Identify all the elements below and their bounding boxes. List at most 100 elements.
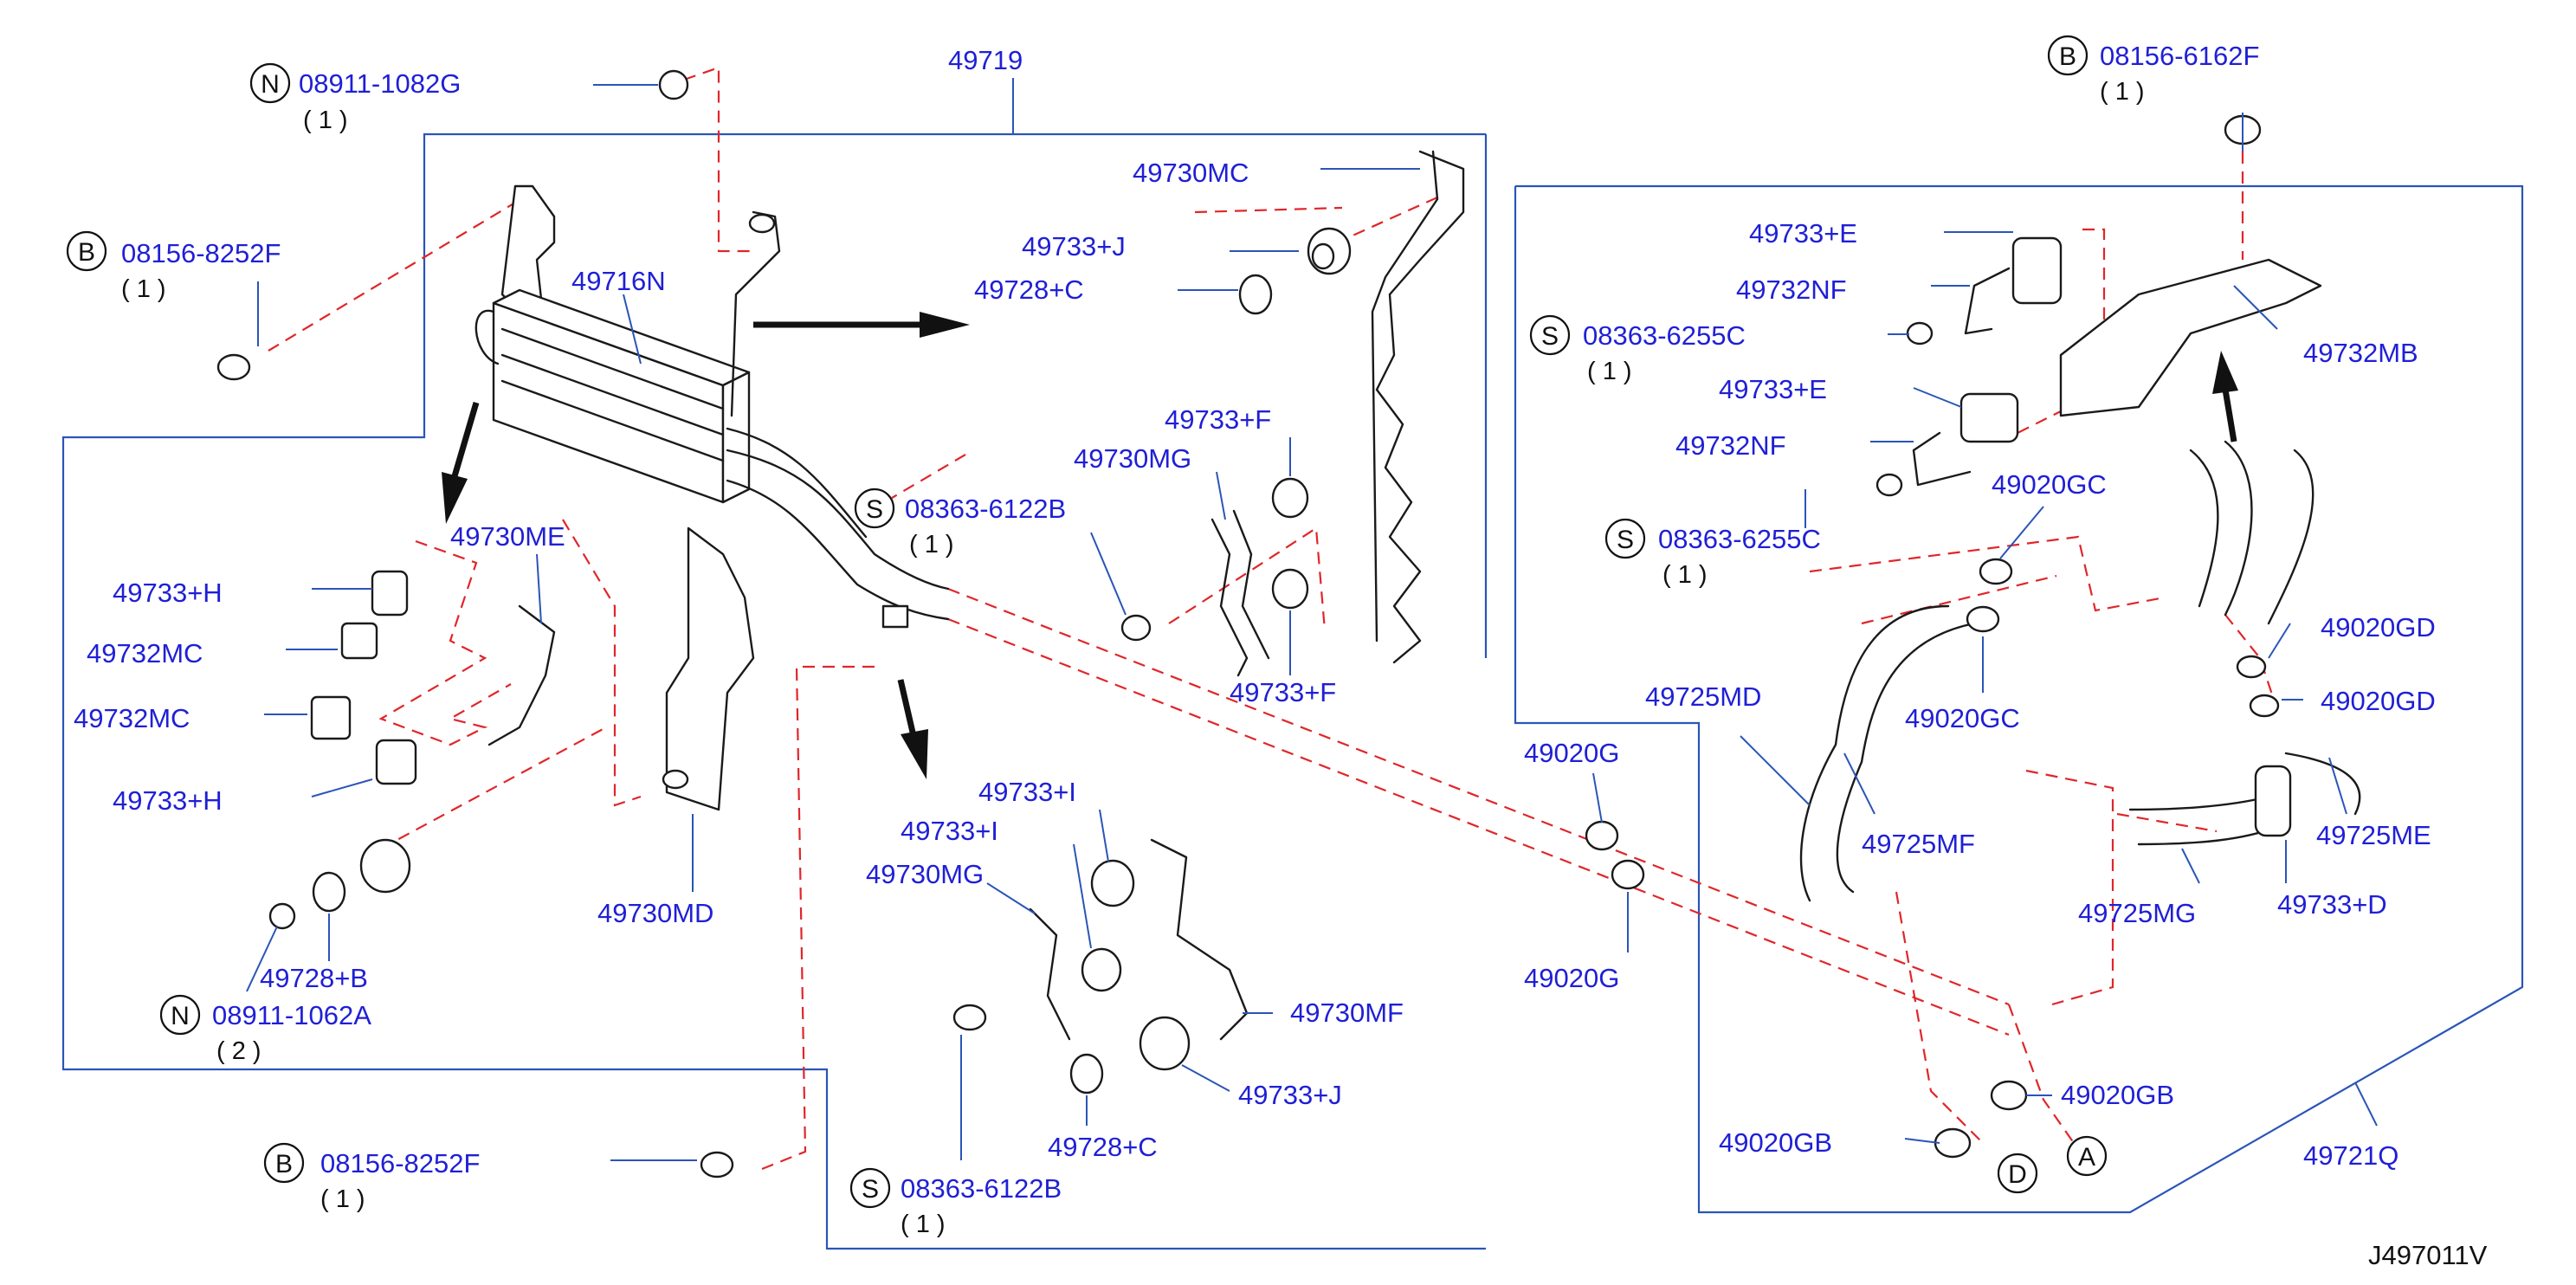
- callout-49733e-upper: 49733+E: [1749, 218, 1857, 249]
- callout-49730md: 49730MD: [597, 898, 713, 928]
- dash-21: [1999, 406, 2070, 442]
- callout-49721q: 49721Q: [2303, 1140, 2398, 1171]
- svg-text:( 2 ): ( 2 ): [216, 1037, 261, 1065]
- dash-22: [1194, 206, 1343, 214]
- connector-a: A: [2066, 1135, 2108, 1177]
- svg-text:08363-6122B: 08363-6122B: [905, 494, 1066, 524]
- bracket-49730mg-upper-b: [1232, 509, 1270, 660]
- svg-text:( 1 ): ( 1 ): [303, 107, 348, 134]
- cooler-tube-1: [726, 449, 950, 591]
- bracket-49730me: [487, 604, 556, 746]
- svg-text:D: D: [2008, 1160, 2027, 1189]
- lead-49730mg-b: [986, 882, 1036, 914]
- bracket-49730mc: [1375, 150, 1465, 664]
- dash-12: [2007, 1004, 2075, 1144]
- dash-6: [761, 665, 875, 1171]
- clamp-49020gc-upper: [1979, 558, 2013, 585]
- tube-clip: [881, 604, 909, 629]
- dash-15: [2116, 812, 2218, 833]
- frame-49719: [61, 132, 1486, 1250]
- lead-49716n: [623, 294, 642, 365]
- bolt-08156-8252f-upper: [216, 353, 251, 381]
- callout-49730mf: 49730MF: [1290, 998, 1404, 1028]
- svg-text:S: S: [1541, 322, 1559, 351]
- collar-49728c-upper: [1238, 274, 1273, 315]
- callout-49020gc-lower: 49020GC: [1905, 703, 2020, 733]
- frame-49721q: [1514, 184, 2524, 1214]
- clamp-49020gc-lower: [1966, 605, 2000, 633]
- bracket-49730md: [665, 526, 755, 811]
- lead-49733i-b: [1073, 843, 1092, 949]
- callout-49733d: 49733+D: [2277, 889, 2387, 920]
- callout-49733f-lower: 49733+F: [1230, 677, 1336, 707]
- tube-49725md: [1799, 604, 1950, 902]
- clamp-49020gb-upper: [1990, 1080, 2028, 1111]
- svg-text:( 1 ): ( 1 ): [1662, 561, 1708, 589]
- callout-49728b: 49728+B: [260, 963, 368, 993]
- svg-text:08156-6162F: 08156-6162F: [2100, 41, 2259, 71]
- bracket-49730mc-edge: [1371, 150, 1439, 642]
- group-connectors: A D: [1997, 1135, 2108, 1194]
- svg-text:08156-8252F: 08156-8252F: [320, 1148, 480, 1178]
- bolt-08363-6122b-upper: [1120, 614, 1152, 642]
- svg-text:( 1 ): ( 1 ): [121, 275, 166, 303]
- clip-49732mc-b: [310, 695, 352, 740]
- dash-14: [2025, 769, 2114, 1006]
- group-frames: [61, 78, 2524, 1250]
- lead-49733i-a: [1099, 809, 1109, 862]
- svg-text:B: B: [2059, 42, 2076, 71]
- fastener-s-08363-6122b-upper: S 08363-6122B ( 1 ): [854, 488, 1066, 559]
- callout-49733i-a: 49733+I: [978, 777, 1076, 807]
- diagram-id: J497011V: [2368, 1240, 2488, 1270]
- dash-10: [947, 587, 2010, 1006]
- callout-49020gd-lower: 49020GD: [2321, 686, 2436, 716]
- lead-49725me: [2328, 757, 2347, 815]
- fastener-n-08911-1062a: N 08911-1062A ( 2 ): [159, 994, 371, 1065]
- dash-20: [2082, 228, 2106, 342]
- svg-text:08363-6255C: 08363-6255C: [1658, 524, 1821, 554]
- arrow-right-upper: [753, 312, 970, 338]
- callout-49730mc: 49730MC: [1133, 158, 1249, 188]
- lead-49020gb-b: [1904, 1138, 1940, 1144]
- svg-text:( 1 ): ( 1 ): [1587, 358, 1632, 385]
- svg-text:B: B: [78, 238, 95, 267]
- svg-text:08911-1082G: 08911-1082G: [299, 68, 461, 99]
- callout-49733f-upper: 49733+F: [1165, 404, 1271, 435]
- callout-49733j-lower: 49733+J: [1238, 1080, 1342, 1110]
- bushing-49733j-lower: [1139, 1016, 1191, 1071]
- svg-text:08363-6255C: 08363-6255C: [1583, 320, 1746, 351]
- callout-49732mb: 49732MB: [2303, 338, 2418, 368]
- svg-text:08363-6122B: 08363-6122B: [901, 1173, 1062, 1204]
- fastener-n-08911-1082g: N 08911-1082G ( 1 ): [249, 62, 461, 134]
- lead-49733e-b: [1913, 387, 1962, 408]
- lead-49725md: [1740, 735, 1811, 806]
- fastener-s-08363-6255c-upper: S 08363-6255C ( 1 ): [1529, 314, 1746, 385]
- callout-49728c-lower: 49728+C: [1048, 1132, 1158, 1162]
- collar-49728c-lower: [1069, 1053, 1104, 1095]
- dash-1: [683, 66, 753, 253]
- fastener-b-08156-8252f-upper: B 08156-8252F ( 1 ): [66, 230, 281, 303]
- svg-text:( 1 ): ( 1 ): [320, 1185, 365, 1213]
- group-leaders: [246, 84, 2347, 1161]
- callout-49730mg-upper: 49730MG: [1074, 443, 1191, 474]
- dash-7: [378, 539, 512, 746]
- bolt-08363-6255c-upper: [1906, 321, 1934, 345]
- dash-5: [1168, 526, 1327, 631]
- callout-49020gd-upper: 49020GD: [2321, 612, 2436, 642]
- bracket-49732nf-lower: [1912, 431, 1972, 487]
- svg-text:S: S: [1617, 526, 1634, 554]
- bolt-08363-6255c-lower: [1876, 473, 1903, 497]
- dash-11: [947, 617, 2010, 1036]
- tube-upper-right: [2189, 449, 2219, 608]
- bracket-49730mg-lower: [1029, 907, 1071, 1041]
- lead-49725mg: [2181, 848, 2200, 884]
- lead-49721q: [2354, 1082, 2378, 1127]
- lead-49020gc-a: [1999, 506, 2044, 559]
- clip-49733h-lower: [375, 739, 417, 785]
- clip-49733h-upper: [371, 570, 409, 617]
- clamp-49020g-lower: [1611, 859, 1645, 890]
- lead-49732mb: [2233, 285, 2278, 330]
- callout-49733h-upper: 49733+H: [113, 578, 223, 608]
- group-fasteners: N 08911-1082G ( 1 ) B 08156-8252F ( 1 ) …: [66, 35, 2259, 1238]
- callout-49730me: 49730ME: [450, 521, 565, 552]
